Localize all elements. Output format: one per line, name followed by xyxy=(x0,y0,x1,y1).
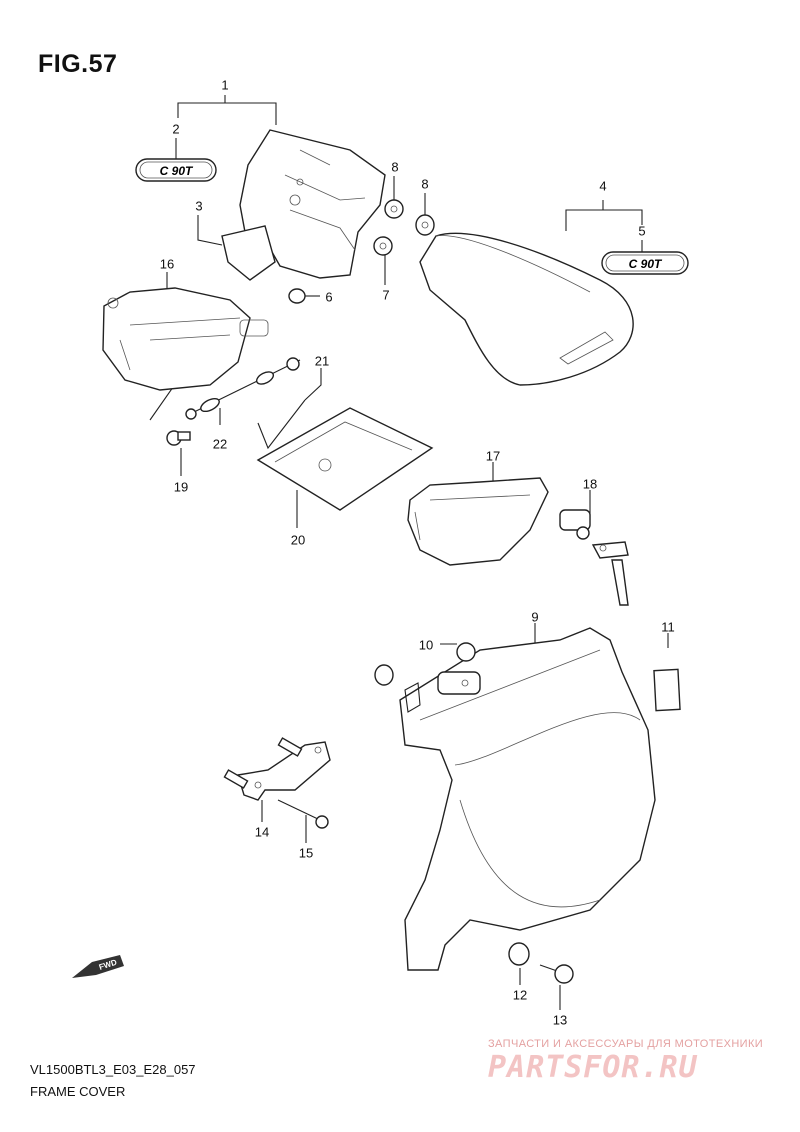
callout-6: 6 xyxy=(325,289,333,305)
screw-part-13 xyxy=(539,964,574,984)
bracket-part-14 xyxy=(223,737,331,801)
callout-3: 3 xyxy=(195,198,203,214)
label-part-11 xyxy=(653,668,681,712)
callout-13: 13 xyxy=(552,1012,568,1028)
callout-1: 1 xyxy=(221,77,229,93)
bolt-part-19 xyxy=(166,430,191,446)
callout-8-upper: 8 xyxy=(391,159,399,175)
right-frame-cover-part-4 xyxy=(419,232,634,386)
hex-wrench-part-21 xyxy=(257,399,306,450)
emblem-text-right: C 90T xyxy=(629,257,663,271)
callout-10: 10 xyxy=(418,637,434,653)
pad-part-3 xyxy=(221,225,276,281)
tool-bag-part-20 xyxy=(256,407,434,511)
callout-12: 12 xyxy=(512,987,528,1003)
callout-15: 15 xyxy=(298,845,314,861)
callout-21: 21 xyxy=(314,353,330,369)
watermark-tagline: ЗАПЧАСТИ И АКСЕССУАРЫ ДЛЯ МОТОТЕХНИКИ xyxy=(488,1038,764,1050)
figure-title: FIG.57 xyxy=(38,50,118,78)
side-cover-part-9 xyxy=(399,627,656,971)
diagram-caption: FRAME COVER xyxy=(30,1084,126,1099)
callout-7: 7 xyxy=(382,287,390,303)
callout-17: 17 xyxy=(485,448,501,464)
grommets-lower xyxy=(374,642,530,966)
callout-4: 4 xyxy=(599,178,607,194)
watermark-brand: PARTSFOR.RU xyxy=(488,1050,698,1085)
callout-22: 22 xyxy=(212,436,228,452)
emblem-part-5: C 90T xyxy=(601,251,689,275)
callout-2: 2 xyxy=(172,121,180,137)
bolt-part-15 xyxy=(277,799,329,829)
grommets xyxy=(288,199,435,304)
cable-part-22 xyxy=(185,357,301,420)
model-code: VL1500BTL3_E03_E28_057 xyxy=(30,1062,196,1077)
lock-cover-part-17 xyxy=(407,477,549,566)
lock-part-18 xyxy=(559,509,629,606)
callout-19: 19 xyxy=(173,479,189,495)
callout-14: 14 xyxy=(254,824,270,840)
callout-8-lower: 8 xyxy=(421,176,429,192)
callout-20: 20 xyxy=(290,532,306,548)
forward-arrow-icon: FWD xyxy=(72,955,124,978)
tool-box-part-16 xyxy=(102,287,269,391)
emblem-text: C 90T xyxy=(160,164,194,178)
callout-18: 18 xyxy=(582,476,598,492)
callout-5: 5 xyxy=(638,223,646,239)
callout-9: 9 xyxy=(531,609,539,625)
callout-11: 11 xyxy=(661,619,675,635)
left-frame-cover-part-1 xyxy=(239,129,386,279)
emblem-part-2: C 90T xyxy=(135,158,217,182)
callout-16: 16 xyxy=(159,256,175,272)
